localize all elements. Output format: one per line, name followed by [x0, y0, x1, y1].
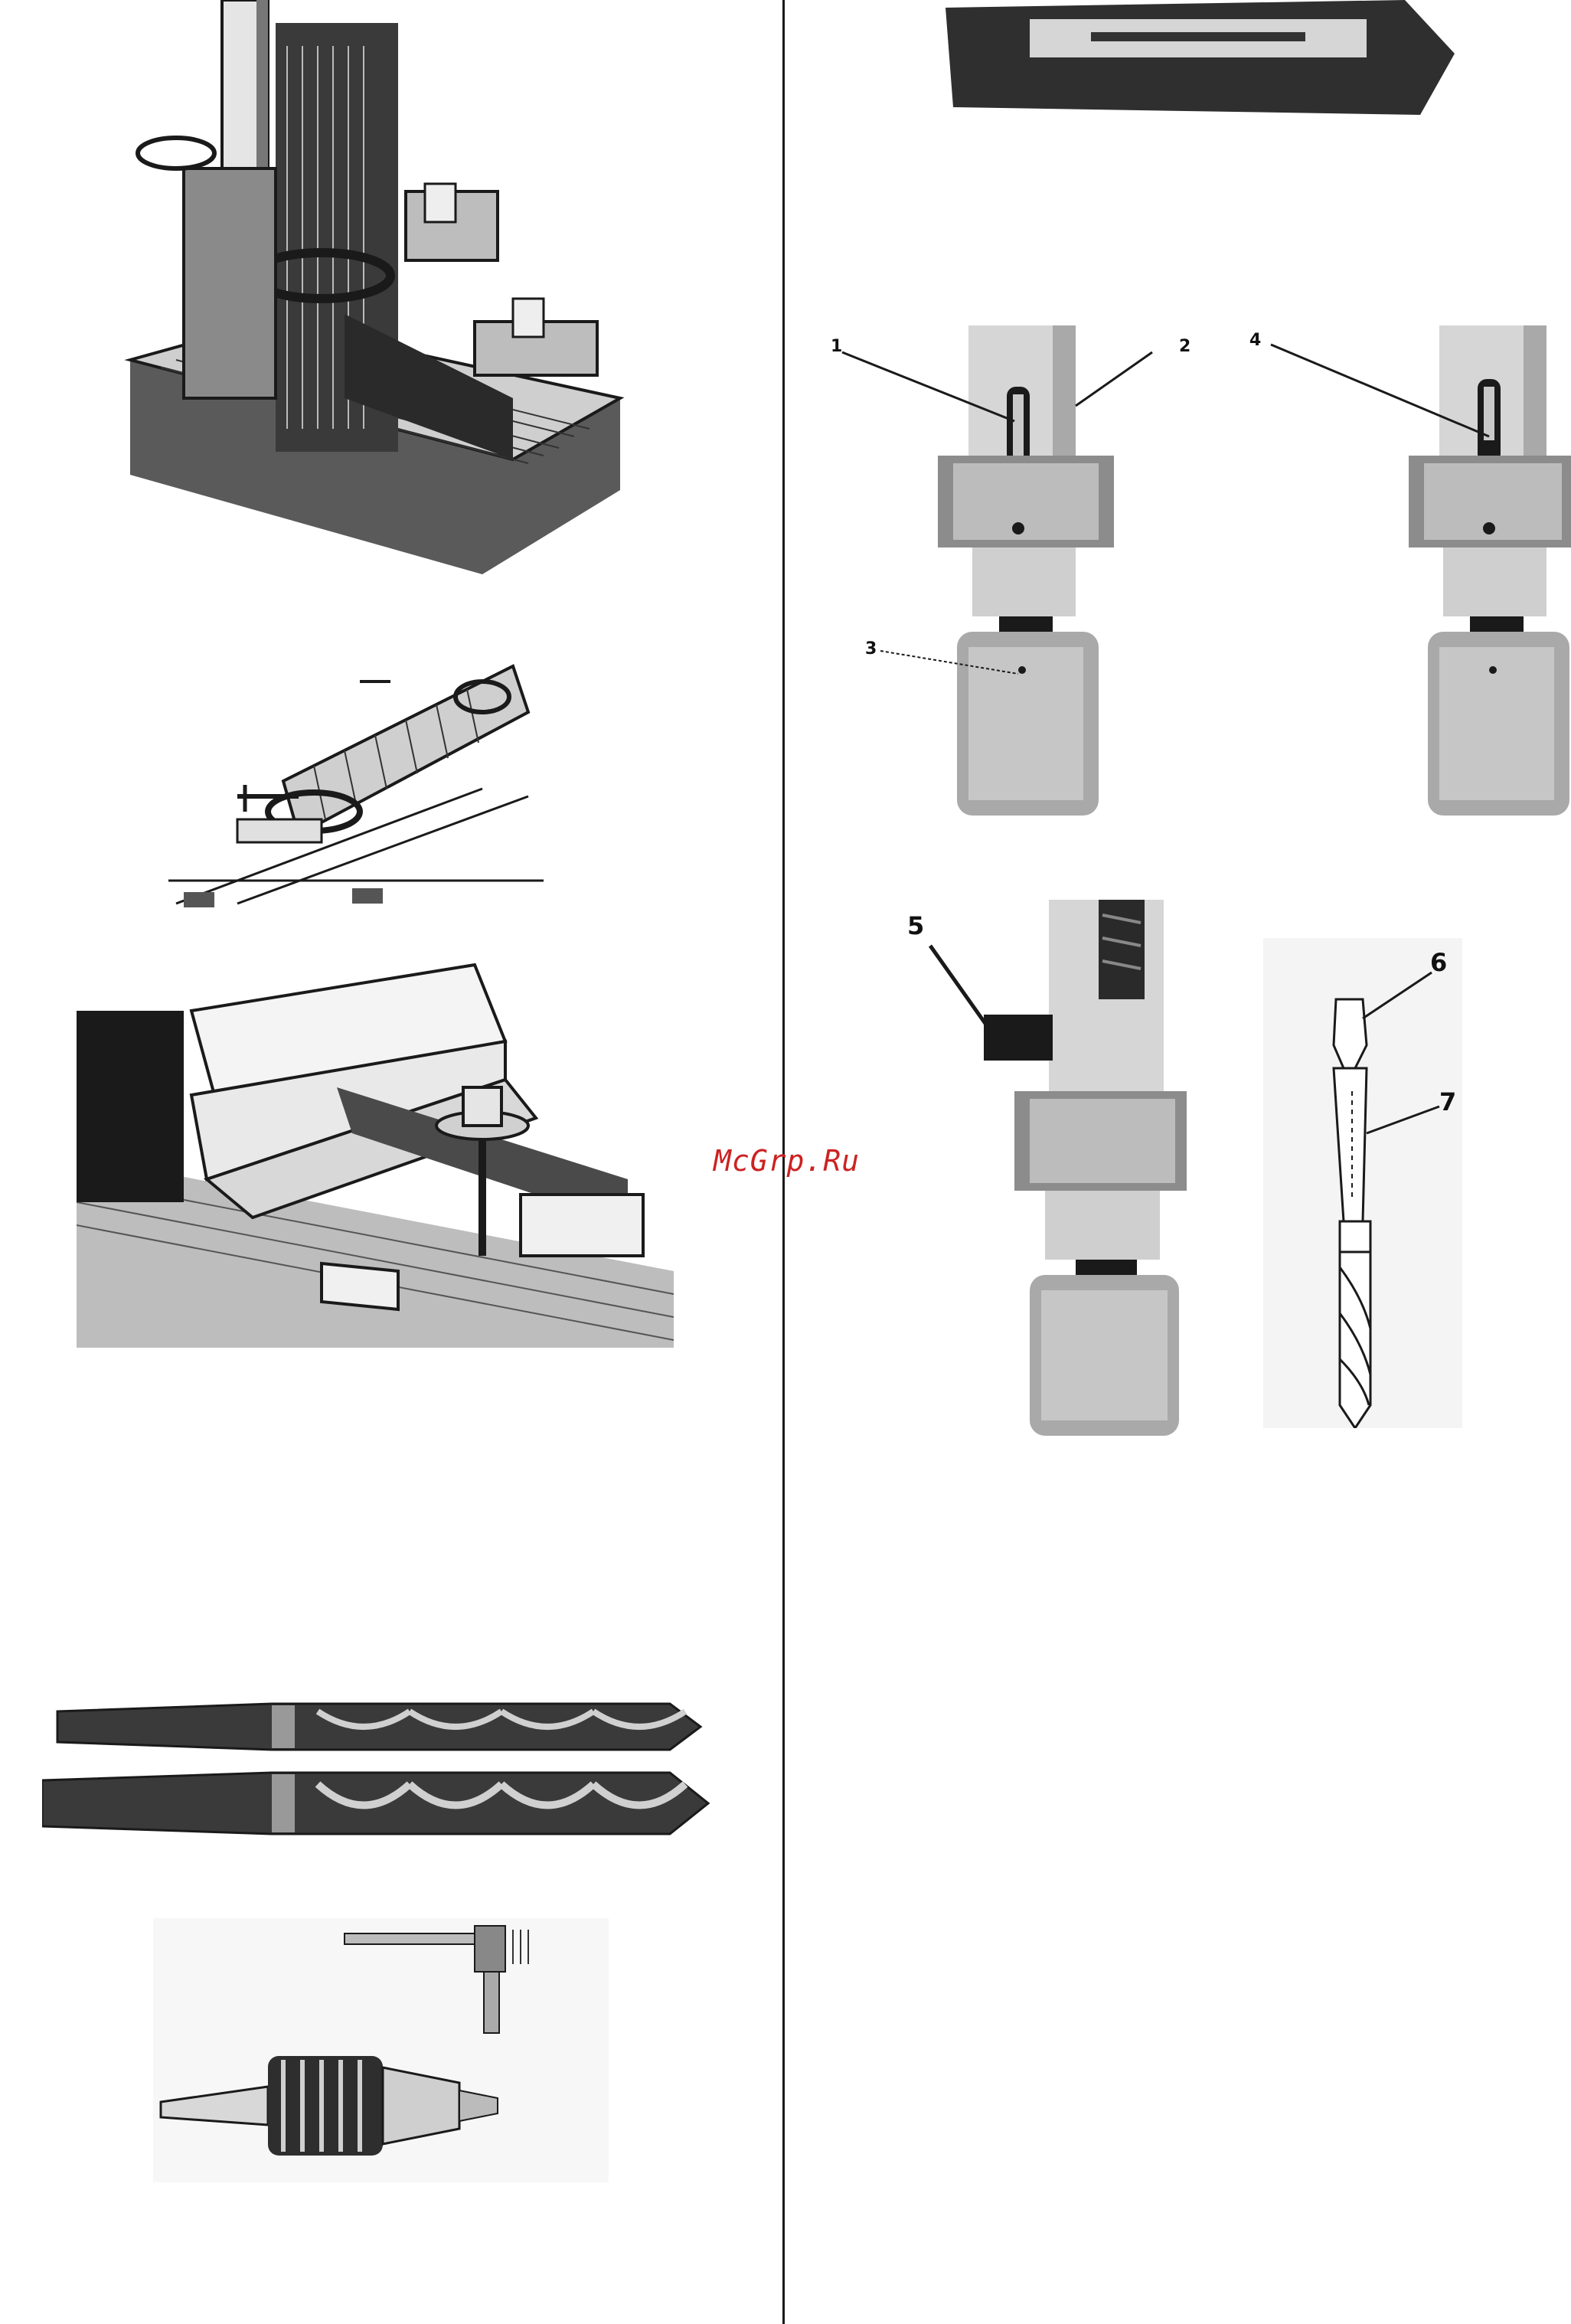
drift-wedge-photo — [946, 0, 1455, 130]
drill-chuck-with-key-illustration — [153, 1918, 609, 2182]
strap-clamp-illustration — [77, 950, 674, 1348]
callout-4: 4 — [1249, 331, 1261, 350]
callout-1: 1 — [831, 337, 842, 356]
watermark-text: McGrp.Ru — [714, 1144, 860, 1178]
callout-leader-5 — [923, 938, 1014, 1053]
callout-leaders-right — [1355, 961, 1447, 1137]
callout-3: 3 — [865, 639, 877, 659]
angle-plate-clamp-illustration — [115, 0, 635, 574]
callout-leaders-left — [827, 337, 1210, 689]
callout-7: 7 — [1439, 1087, 1456, 1116]
long-workpiece-clamp-illustration — [161, 636, 551, 919]
callout-5: 5 — [907, 911, 924, 940]
callout-leader-4 — [1263, 337, 1508, 452]
callout-2: 2 — [1179, 337, 1190, 356]
taper-shank-twist-drills-illustration — [42, 1688, 712, 1853]
callout-6: 6 — [1430, 948, 1447, 977]
